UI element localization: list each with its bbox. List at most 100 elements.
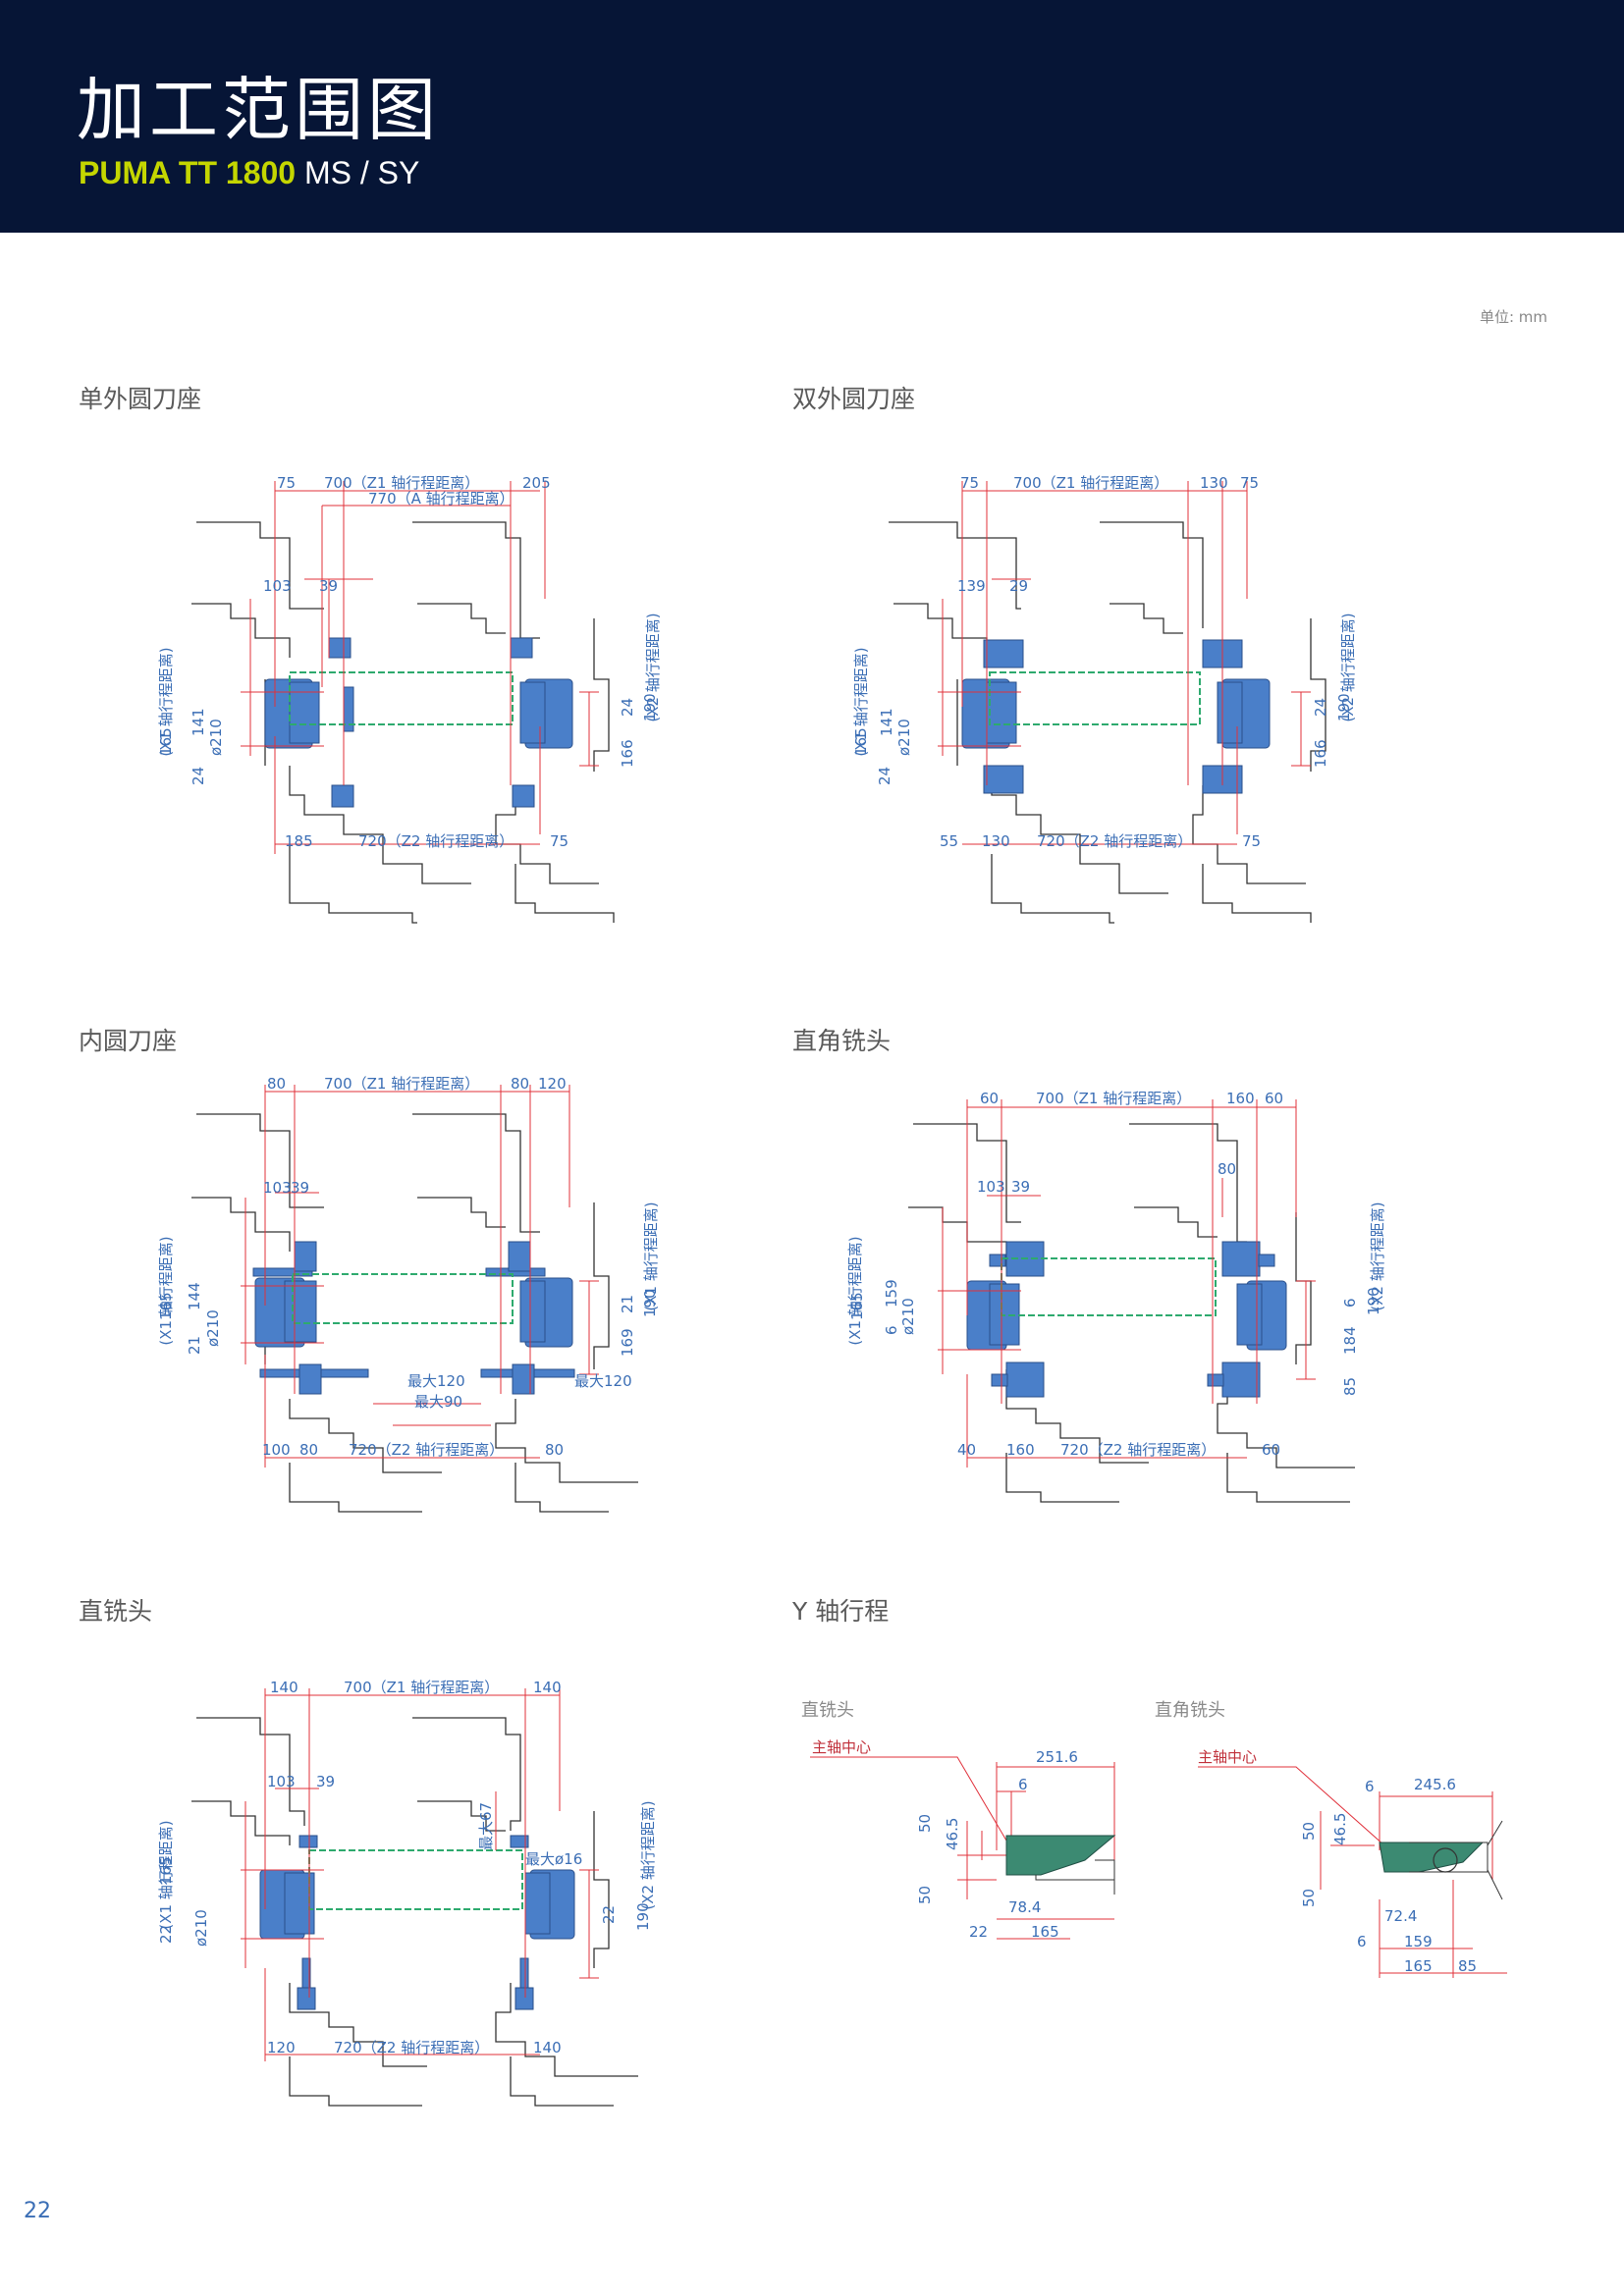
dim-bottom-2: 130 [982, 832, 1010, 850]
dim-left-3: 22 [157, 1925, 175, 1944]
drawing-straight-mill: 140 700（Z1 轴行程距离） 140 103 39 最大67 最大ø16 … [157, 1679, 657, 2107]
dim-right-2: 190 [1335, 693, 1353, 721]
y-axis-left-title: 直铣头 [801, 1700, 854, 1721]
dim-top-1: 140 [270, 1679, 298, 1696]
dimension-lines [241, 1688, 599, 2061]
dim-4: 46.5 [1331, 1813, 1349, 1845]
dim-small-2: 39 [1011, 1178, 1030, 1196]
dimension-lines [1198, 1766, 1507, 1978]
dimension-lines [241, 1085, 599, 1468]
dim-top-1: 80 [267, 1075, 286, 1093]
dim-small-2: 29 [1009, 577, 1028, 595]
dim-top-2: 700（Z1 轴行程距离） [324, 1075, 479, 1093]
dim-top-1: 60 [980, 1090, 999, 1107]
dim-8: 159 [1404, 1933, 1433, 1950]
dim-8: 165 [1031, 1923, 1059, 1941]
mill-head-section [1005, 1835, 1116, 1876]
dim-top-3: 160 [1226, 1090, 1255, 1107]
drawing-y-axis-straight: 主轴中心 251.6 6 50 46.5 50 78.4 22 165 [810, 1738, 1116, 1941]
dim-7: 6 [1357, 1933, 1367, 1950]
dim-max-vertical: 最大67 [477, 1802, 495, 1850]
dim-bottom-1: 120 [267, 2039, 296, 2056]
dim-top-1: 75 [277, 474, 296, 492]
dim-right-3: 166 [1312, 739, 1329, 768]
dim-max-1: 最大120 [407, 1372, 465, 1390]
dim-top-4: 60 [1265, 1090, 1283, 1107]
travel-path [308, 1849, 523, 1910]
dim-1: 251.6 [1036, 1748, 1078, 1766]
section-title-y-axis: Y 轴行程 [792, 1597, 890, 1626]
travel-path [289, 671, 514, 725]
dim-right-1: 24 [1312, 698, 1329, 717]
dim-bottom-3: 720（Z2 轴行程距离） [1060, 1441, 1216, 1459]
dim-5: 50 [1300, 1889, 1318, 1907]
dim-top-2: 700（Z1 轴行程距离） [324, 474, 479, 492]
dim-small-1: 139 [957, 577, 986, 595]
dim-top-2: 700（Z1 轴行程距离） [344, 1679, 499, 1696]
dim-right-4: 85 [1341, 1377, 1359, 1396]
tool-parts [966, 1241, 1287, 1398]
dim-bottom-4: 75 [1242, 832, 1261, 850]
page-title: 加工范围图 [77, 70, 440, 150]
section-title-double-od: 双外圆刀座 [792, 385, 916, 413]
dim-bottom-3: 140 [533, 2039, 562, 2056]
dim-2: 6 [1018, 1776, 1028, 1793]
dim-left-2: 144 [186, 1282, 203, 1310]
spindle-center-label: 主轴中心 [1198, 1748, 1257, 1766]
drawing-y-axis-angle: 主轴中心 245.6 6 50 46.5 50 72.4 6 159 165 8… [1198, 1748, 1507, 1978]
dim-left-4: 24 [189, 767, 207, 785]
dim-left-3: ø210 [207, 719, 225, 756]
dim-left-3: ø210 [899, 1298, 917, 1335]
dim-small-right: 80 [1218, 1160, 1236, 1178]
dim-right-vertical: (X2 轴行程距离) [1369, 1201, 1386, 1310]
tool-parts [961, 639, 1271, 794]
section-title-single-od: 单外圆刀座 [79, 385, 202, 413]
dim-left-1: 165 [157, 727, 175, 756]
travel-path [292, 1273, 514, 1324]
drawing-double-od: 75 700（Z1 轴行程距离） 130 75 139 29 55 130 72… [852, 474, 1357, 924]
section-title-id-holder: 内圆刀座 [79, 1027, 178, 1055]
dim-bottom-3: 75 [550, 832, 568, 850]
dim-left-1: 165 [848, 1292, 866, 1320]
dim-left-vertical: (X1 轴行程距离) [157, 647, 175, 756]
dim-left-4: 24 [876, 767, 893, 785]
dim-bottom-3: 720（Z2 轴行程距离） [349, 1441, 504, 1459]
model-name-bold: PUMA TT 1800 [79, 155, 297, 190]
y-axis-right-title: 直角铣头 [1155, 1700, 1225, 1721]
dim-right-vertical: (X2 轴行程距离) [639, 1800, 657, 1909]
dim-right-1: 22 [600, 1905, 618, 1924]
dim-right-vertical: (X2 轴行程距离) [1339, 613, 1357, 721]
dim-left-vertical: (X1 轴行程距离) [846, 1236, 864, 1345]
dim-right-2: 190 [641, 693, 659, 721]
dim-bottom-2: 720（Z2 轴行程距离） [334, 2039, 489, 2056]
dim-9: 165 [1404, 1957, 1433, 1975]
dim-right-2: 190 [641, 1289, 659, 1317]
dim-right-1: 6 [1341, 1298, 1359, 1308]
tool-parts [252, 1241, 575, 1395]
dim-left-1: 165 [157, 1856, 175, 1885]
mill-head-outline [1409, 1820, 1503, 1900]
dim-right-1: 24 [619, 698, 636, 717]
dim-3: 50 [1300, 1822, 1318, 1841]
dim-4: 46.5 [944, 1818, 961, 1850]
dim-small-2: 39 [319, 577, 338, 595]
unit-label: 单位: mm [1479, 308, 1547, 326]
dim-2: 6 [1365, 1778, 1375, 1795]
tool-parts [264, 637, 573, 808]
section-title-straight-mill: 直铣头 [79, 1597, 153, 1626]
dim-10: 85 [1458, 1957, 1477, 1975]
dim-left-vertical: (X1 轴行程距离) [157, 1236, 175, 1345]
dim-small-1: 103 [263, 577, 292, 595]
dim-top-3: 140 [533, 1679, 562, 1696]
drawing-single-od: 75 700（Z1 轴行程距离） 205 770（A 轴行程距离） 103 39… [157, 474, 662, 924]
dim-6: 72.4 [1384, 1907, 1417, 1925]
dim-right-3: 169 [619, 1328, 636, 1357]
dimension-labels: 75 700（Z1 轴行程距离） 130 75 139 29 55 130 72… [852, 474, 1357, 850]
dim-right-2: 190 [1365, 1287, 1382, 1315]
dim-left-2: 141 [189, 708, 207, 736]
dim-small-1: 103 [977, 1178, 1005, 1196]
dim-small-1: 103 [267, 1773, 296, 1790]
dimension-lines [938, 1099, 1316, 1468]
dim-bottom-4: 60 [1262, 1441, 1280, 1459]
mill-head-section [1379, 1842, 1485, 1873]
